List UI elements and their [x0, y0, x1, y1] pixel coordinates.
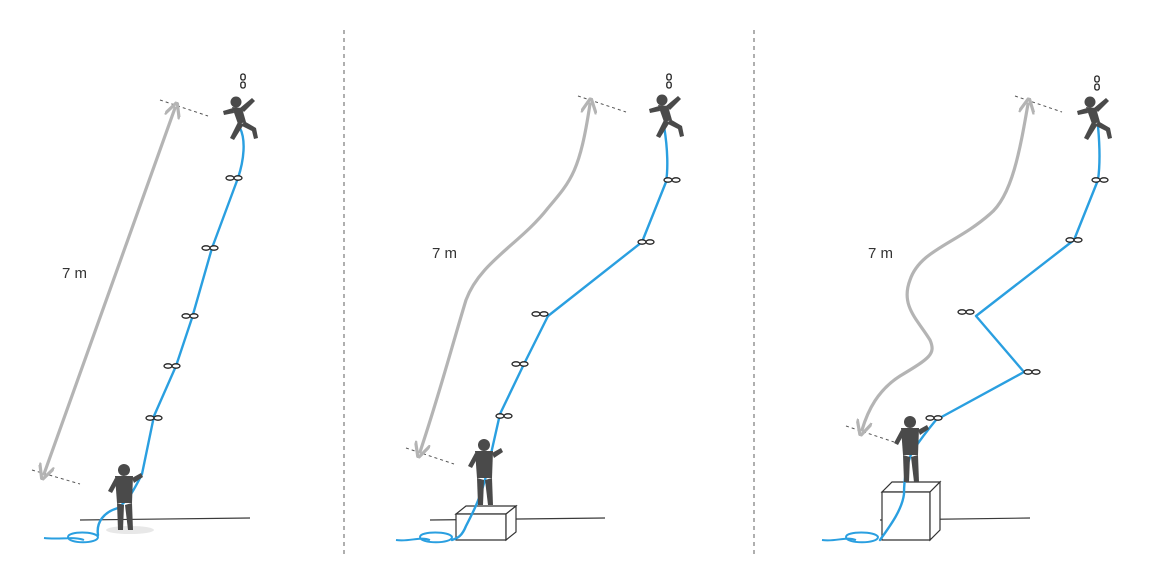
- belayer-icon: [468, 439, 503, 505]
- rope-coil: [395, 531, 454, 544]
- quickdraw-icon: [1065, 237, 1083, 243]
- quickdraw-icon: [145, 415, 163, 421]
- rope-coil: [821, 531, 880, 544]
- top-reference-line: [159, 99, 209, 117]
- climber-icon: [1077, 96, 1112, 140]
- climbing-rope: [878, 124, 1101, 542]
- small-box: [454, 504, 518, 542]
- panel-ground: 7 m: [31, 73, 258, 544]
- quickdraw-icon: [663, 177, 681, 183]
- quickdraw-icon: [1091, 177, 1109, 183]
- bottom-reference-line: [405, 447, 455, 465]
- quickdraw-icon: [957, 309, 975, 315]
- quickdraw-icon: [225, 175, 243, 181]
- panel-tall-box: 7 m: [821, 75, 1112, 544]
- top-anchor-icon: [666, 73, 672, 89]
- top-reference-line: [577, 95, 627, 113]
- distance-arrow: [44, 108, 175, 474]
- quickdraw-icon: [201, 245, 219, 251]
- distance-label: 7 m: [62, 265, 87, 282]
- quickdraw-icon: [181, 313, 199, 319]
- rope-coil: [43, 531, 100, 544]
- quickdraw-icon: [163, 363, 181, 369]
- quickdraw-icon: [1023, 369, 1041, 375]
- climber-icon: [649, 94, 684, 138]
- distance-label: 7 m: [432, 245, 457, 262]
- climbing-rope: [96, 126, 245, 537]
- distance-label: 7 m: [868, 245, 893, 262]
- quickdraw-icon: [511, 361, 529, 367]
- quickdraw-icon: [531, 311, 549, 317]
- ground-line: [79, 517, 251, 521]
- tall-box: [880, 480, 942, 542]
- climber-icon: [223, 96, 258, 140]
- bottom-reference-line: [845, 425, 895, 443]
- quickdraw-icon: [495, 413, 513, 419]
- top-anchor-icon: [1094, 75, 1100, 91]
- panel-small-box: 7 m: [395, 73, 684, 544]
- top-anchor-icon: [240, 73, 246, 89]
- quickdraw-icon: [925, 415, 943, 421]
- top-reference-line: [1014, 95, 1063, 113]
- distance-arrow: [862, 104, 1028, 430]
- bottom-reference-line: [31, 469, 81, 485]
- distance-arrow: [420, 104, 590, 452]
- belayer-icon: [894, 416, 929, 482]
- quickdraw-icon: [637, 239, 655, 245]
